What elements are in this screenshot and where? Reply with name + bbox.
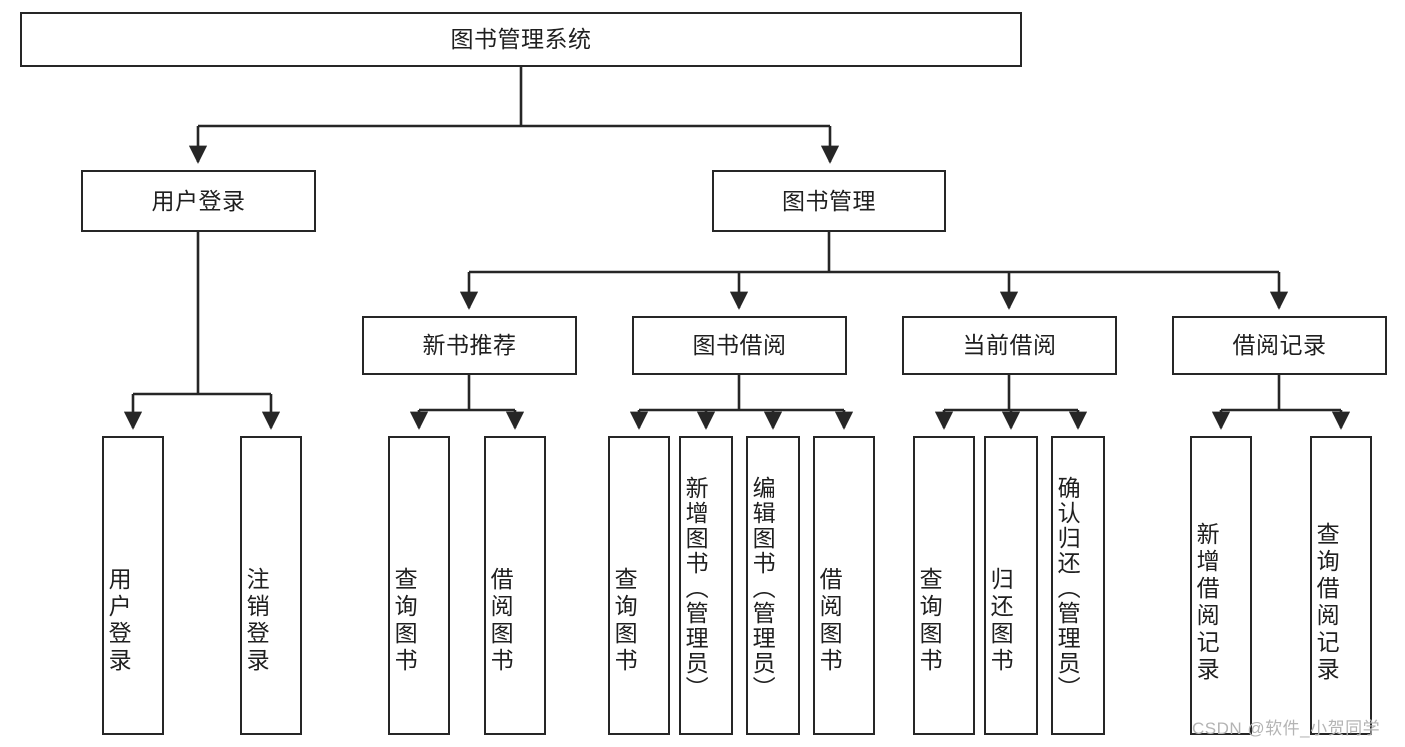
leaf-add-borrow-record-label: 新增借阅记录 bbox=[1193, 521, 1220, 684]
leaf-lend-book-label: 借阅图书 bbox=[816, 566, 843, 675]
leaf-query-book-recommend-label: 查询图书 bbox=[391, 566, 418, 675]
leaf-add-borrow-record[interactable]: 新增借阅记录 bbox=[1190, 436, 1252, 735]
node-book-borrow-label: 图书借阅 bbox=[692, 332, 787, 359]
leaf-confirm-return-admin[interactable]: 确认归还（管理员） bbox=[1051, 436, 1105, 735]
node-new-book-recommend-label: 新书推荐 bbox=[422, 332, 517, 359]
leaf-return-book[interactable]: 归还图书 bbox=[984, 436, 1038, 735]
leaf-query-book-current[interactable]: 查询图书 bbox=[913, 436, 975, 735]
leaf-user-login[interactable]: 用户登录 bbox=[102, 436, 164, 735]
node-book-management-label: 图书管理 bbox=[782, 187, 876, 214]
leaf-query-book-borrow-label: 查询图书 bbox=[611, 566, 638, 675]
leaf-edit-book-admin-label: 编辑图书（管理员） bbox=[749, 476, 776, 701]
node-root-label: 图书管理系统 bbox=[450, 26, 592, 53]
leaf-confirm-return-admin-label: 确认归还（管理员） bbox=[1054, 476, 1081, 701]
leaf-query-borrow-record[interactable]: 查询借阅记录 bbox=[1310, 436, 1372, 735]
node-root[interactable]: 图书管理系统 bbox=[20, 12, 1022, 67]
leaf-query-borrow-record-label: 查询借阅记录 bbox=[1313, 521, 1340, 684]
leaf-lend-book[interactable]: 借阅图书 bbox=[813, 436, 875, 735]
node-new-book-recommend[interactable]: 新书推荐 bbox=[362, 316, 577, 375]
leaf-logout[interactable]: 注销登录 bbox=[240, 436, 302, 735]
node-user-login-label: 用户登录 bbox=[151, 187, 246, 214]
leaf-logout-label: 注销登录 bbox=[243, 566, 270, 675]
node-current-borrow-label: 当前借阅 bbox=[962, 332, 1057, 359]
node-user-login[interactable]: 用户登录 bbox=[81, 170, 316, 232]
leaf-query-book-current-label: 查询图书 bbox=[916, 566, 943, 675]
leaf-borrow-book-recommend[interactable]: 借阅图书 bbox=[484, 436, 546, 735]
leaf-borrow-book-recommend-label: 借阅图书 bbox=[487, 566, 514, 675]
leaf-add-book-admin[interactable]: 新增图书（管理员） bbox=[679, 436, 733, 735]
leaf-return-book-label: 归还图书 bbox=[987, 566, 1014, 675]
leaf-edit-book-admin[interactable]: 编辑图书（管理员） bbox=[746, 436, 800, 735]
node-borrow-records[interactable]: 借阅记录 bbox=[1172, 316, 1387, 375]
leaf-query-book-recommend[interactable]: 查询图书 bbox=[388, 436, 450, 735]
leaf-add-book-admin-label: 新增图书（管理员） bbox=[682, 476, 709, 701]
csdn-watermark: CSDN @软件_小贺同学 bbox=[1192, 719, 1381, 738]
node-book-management[interactable]: 图书管理 bbox=[712, 170, 946, 232]
leaf-query-book-borrow[interactable]: 查询图书 bbox=[608, 436, 670, 735]
leaf-user-login-label: 用户登录 bbox=[105, 566, 132, 675]
node-book-borrow[interactable]: 图书借阅 bbox=[632, 316, 847, 375]
node-borrow-records-label: 借阅记录 bbox=[1232, 332, 1327, 359]
node-current-borrow[interactable]: 当前借阅 bbox=[902, 316, 1117, 375]
